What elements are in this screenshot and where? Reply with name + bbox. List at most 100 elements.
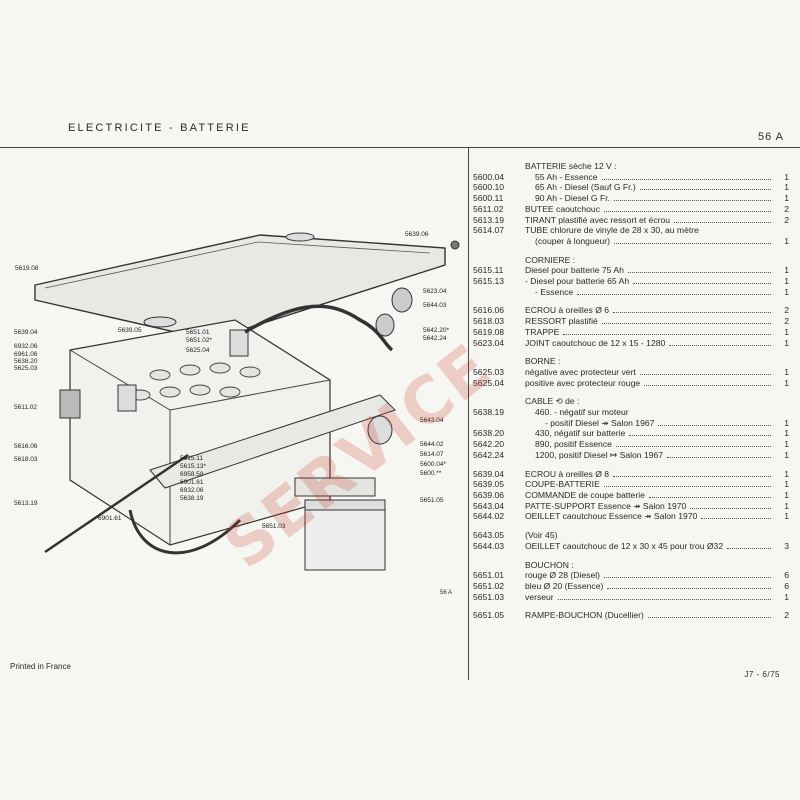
- diagram-label: 5618.03: [14, 456, 38, 463]
- row-gap: [473, 297, 789, 305]
- leader-dots: [674, 221, 771, 223]
- leader-dots: [647, 617, 771, 619]
- part-quantity: 1: [784, 449, 789, 460]
- diagram-label: 6961.06: [14, 351, 38, 358]
- part-description: RESSORT plastifié: [525, 316, 598, 327]
- part-ref: 5614.07: [473, 225, 505, 236]
- part-quantity: 2: [784, 203, 789, 214]
- part-description: - Essence: [535, 286, 574, 297]
- diagram-label: 5639.05: [118, 327, 142, 334]
- leader-dots: [727, 547, 771, 549]
- row-gap: [473, 461, 789, 469]
- diagram-label: 6932.06: [180, 487, 204, 494]
- part-quantity: 1: [784, 377, 789, 388]
- part-description: Diesel pour batterie 75 Ah: [525, 265, 624, 276]
- part-ref: 5642.20: [473, 439, 505, 450]
- diagram-label: 5616.06: [14, 443, 38, 450]
- part-description: BATTERIE sèche 12 V :: [525, 161, 617, 171]
- part-description: COMMANDE de coupe batterie: [525, 489, 645, 500]
- leader-dots: [604, 210, 771, 212]
- diagram-label: 5613.19: [14, 500, 38, 507]
- part-quantity: 6: [784, 570, 789, 581]
- part-quantity: 1: [784, 337, 789, 348]
- leader-dots: [669, 344, 771, 346]
- leader-dots: [690, 507, 771, 509]
- part-quantity: 1: [784, 439, 789, 450]
- part-ref: 5619.08: [473, 326, 505, 337]
- part-quantity: 1: [784, 182, 789, 193]
- row-gap: [473, 602, 789, 610]
- part-ref: 5615.11: [473, 265, 504, 276]
- part-description: - positif Diesel ↠ Salon 1967: [545, 417, 655, 428]
- diagram-label: 5600.04*: [420, 461, 446, 468]
- part-quantity: 1: [784, 591, 789, 602]
- part-ref: 5623.04: [473, 337, 505, 348]
- diagram-label: 6901.61: [180, 479, 204, 486]
- diagram-label: 5600.**: [420, 470, 442, 477]
- part-ref: 5625.03: [473, 366, 505, 377]
- part-row: BORNE :: [473, 356, 789, 367]
- leader-dots: [633, 283, 771, 285]
- leader-dots: [603, 486, 771, 488]
- leader-dots: [701, 518, 771, 520]
- part-ref: 5651.05: [473, 610, 505, 621]
- part-description: ECROU à oreilles Ø 8: [525, 468, 610, 479]
- leader-dots: [639, 189, 771, 191]
- diagram-label: 5614.07: [420, 451, 444, 458]
- diagram-label: 5644.03: [423, 302, 447, 309]
- row-gap: [473, 348, 789, 356]
- part-quantity: 1: [784, 511, 789, 522]
- part-ref: 5611.02: [473, 203, 504, 214]
- part-quantity: 1: [784, 500, 789, 511]
- diagram-label: 6901.61: [98, 515, 122, 522]
- diagram-label: 5651.01: [186, 329, 210, 336]
- part-ref: 5651.01: [473, 570, 505, 581]
- row-gap: [473, 388, 789, 396]
- part-ref: 5651.03: [473, 591, 505, 602]
- part-quantity: 1: [784, 171, 789, 182]
- part-row: 5642.20 890, positif Essence 1: [473, 439, 789, 450]
- part-description: CORNIERE :: [525, 254, 576, 265]
- part-description: TIRANT plastifié avec ressort et écrou: [525, 214, 671, 225]
- part-ref: 5642.24: [473, 449, 505, 460]
- leader-dots: [658, 424, 771, 426]
- diagram-label: 5643.04: [420, 417, 444, 424]
- header-divider: [0, 147, 800, 148]
- part-ref: 5643.04: [473, 500, 505, 511]
- part-ref: 5638.19: [473, 407, 505, 418]
- part-row: 5643.05(Voir 45): [473, 530, 789, 541]
- diagram-label: 5625.04: [186, 347, 210, 354]
- part-quantity: 1: [784, 428, 789, 439]
- part-ref: 5639.06: [473, 489, 505, 500]
- diagram-label: 5638.19: [180, 495, 204, 502]
- diagram-label: 5615.11: [180, 455, 203, 462]
- part-description: 890, positif Essence: [535, 439, 612, 450]
- leader-dots: [615, 446, 771, 448]
- part-row: 5613.19 TIRANT plastifié avec ressort et …: [473, 215, 789, 226]
- part-quantity: 1: [784, 479, 789, 490]
- diagram-labels: 5619.08 5639.06 5623.04 5644.03 5642.20*…: [14, 231, 449, 530]
- part-description: 90 Ah - Diesel G Fr.: [535, 193, 610, 204]
- diagram-label: 5642.24: [423, 335, 447, 342]
- part-ref: 5651.02: [473, 580, 505, 591]
- part-description: - Diesel pour batterie 65 Ah: [525, 276, 630, 287]
- diagram-label: 6958.58: [180, 471, 204, 478]
- part-ref: 5639.04: [473, 468, 505, 479]
- diagram-label: 5619.08: [15, 265, 39, 272]
- part-ref: 5613.19: [473, 214, 505, 225]
